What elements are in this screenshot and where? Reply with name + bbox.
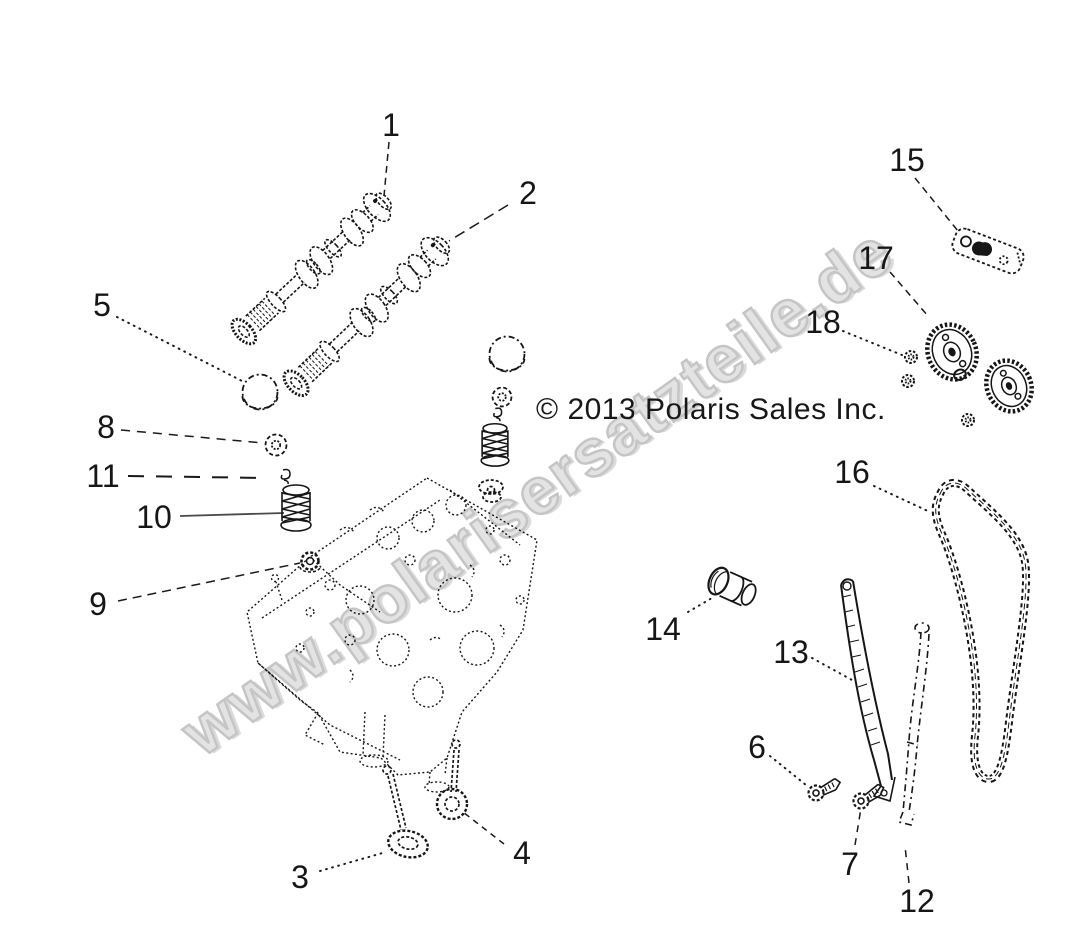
callout-label-11: 11 [86, 458, 120, 494]
sprocket-nuts-drawing [901, 350, 975, 427]
callout-label-17: 17 [858, 240, 894, 276]
leader-4 [463, 812, 504, 844]
spring-seat-drawing [479, 480, 503, 502]
callout-label-1: 1 [382, 107, 400, 143]
leader-8 [121, 430, 263, 443]
tensioner-blade-drawing [841, 579, 895, 801]
spring-retainer-washer-drawing [264, 433, 288, 457]
callout-label-16: 16 [834, 454, 870, 490]
callout-label-12: 12 [899, 883, 935, 919]
leader-11 [128, 476, 268, 478]
valve-keeper-drawing [280, 468, 291, 485]
valve-keeper-2-drawing [493, 407, 503, 422]
leader-17 [890, 272, 928, 316]
callout-label-15: 15 [889, 142, 925, 178]
chain-guide-rail-drawing [899, 623, 929, 825]
chain-guide-bracket-drawing [950, 226, 1027, 276]
cam-sprocket-rear-drawing [978, 353, 1039, 418]
leader-2 [449, 205, 508, 241]
valve-stem-seal-drawing [300, 553, 320, 573]
spring-retainer-washer-2-drawing [491, 386, 513, 408]
callout-label-2: 2 [519, 175, 537, 211]
leader-14 [688, 598, 712, 612]
leader-5 [117, 317, 244, 382]
leader-3 [320, 852, 386, 871]
leader-6 [770, 756, 806, 785]
leader-18 [843, 331, 902, 355]
callout-label-9: 9 [89, 586, 107, 622]
leader-13 [812, 658, 852, 680]
callout-label-14: 14 [645, 611, 681, 647]
camshaft-exhaust-drawing [276, 227, 460, 404]
tensioner-plug-drawing [705, 565, 760, 610]
leader-9 [118, 563, 300, 601]
cylinder-head-drawing [247, 478, 537, 792]
callout-label-18: 18 [805, 304, 841, 340]
leader-15 [915, 178, 958, 231]
copyright-text: © 2013 Polaris Sales Inc. [536, 393, 886, 426]
callout-label-6: 6 [748, 729, 766, 765]
valve-spring-2-drawing [480, 423, 510, 467]
callout-label-10: 10 [136, 499, 172, 535]
leader-10 [180, 513, 284, 516]
valve-intake-drawing [383, 766, 430, 861]
valve-exhaust-drawing [437, 740, 467, 819]
guide-screw-6-drawing [805, 776, 845, 804]
cam-sprocket-front-drawing [919, 317, 986, 389]
leader-1 [384, 142, 389, 196]
leader-12 [905, 846, 909, 883]
callout-label-4: 4 [513, 835, 531, 871]
cam-chain-drawing [936, 483, 1026, 779]
tappet-bucket-drawing [241, 373, 279, 411]
camshaft-intake-drawing [224, 183, 401, 352]
leader-7 [855, 808, 861, 845]
callout-label-8: 8 [97, 409, 115, 445]
callout-label-3: 3 [291, 859, 309, 895]
callout-label-5: 5 [93, 287, 111, 323]
valve-spring-drawing [280, 484, 312, 532]
guide-screw-7-drawing [849, 781, 890, 812]
tappet-bucket-2-drawing [488, 335, 526, 373]
leader-lines [117, 142, 958, 883]
leader-16 [874, 486, 930, 512]
callout-label-13: 13 [773, 634, 809, 670]
callout-label-7: 7 [841, 846, 859, 882]
